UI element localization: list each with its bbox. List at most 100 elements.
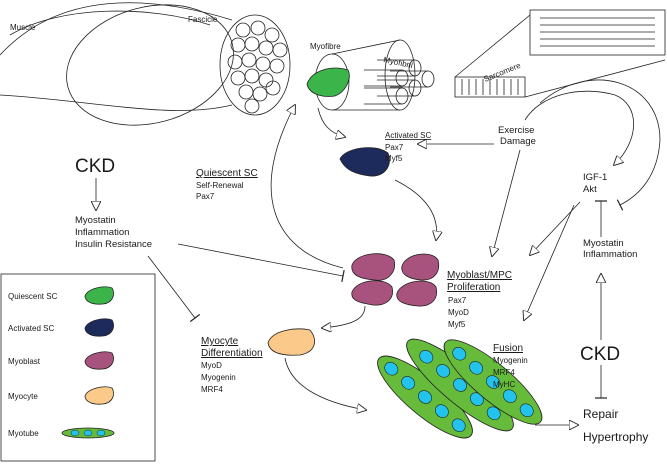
legend-item-myocyte: Myocyte bbox=[8, 392, 38, 401]
myotube-nucleus bbox=[486, 406, 501, 421]
fascicle-fibre-11 bbox=[230, 70, 246, 86]
differentiation-line-3: MRF4 bbox=[201, 385, 223, 394]
left-insulin-label: Insulin Resistance bbox=[75, 239, 152, 250]
fascicle-fibre-10 bbox=[269, 58, 285, 74]
myoblast-cell-4 bbox=[396, 280, 438, 307]
muscle-illustration bbox=[0, 2, 234, 126]
igf1-label: IGF-1 bbox=[583, 172, 607, 183]
myoblast-cell-1 bbox=[351, 253, 395, 281]
proliferation-title-2: Proliferation bbox=[447, 282, 500, 293]
myotube-nucleus bbox=[452, 346, 467, 361]
right-inflammation-label: Inflammation bbox=[583, 249, 637, 260]
myocyte-cell bbox=[267, 328, 315, 356]
right-ckd-title: CKD bbox=[580, 344, 620, 365]
fascicle-fibre-12 bbox=[244, 68, 260, 84]
myotube-nucleus bbox=[401, 376, 416, 390]
myotube-nucleus bbox=[419, 349, 434, 364]
myofibre-label: Myofibre bbox=[310, 42, 341, 51]
myotube-nucleus bbox=[434, 404, 449, 418]
myotube-nucleus bbox=[469, 361, 484, 375]
fascicle-fibre-0 bbox=[235, 22, 251, 38]
activated-title: Activated SC bbox=[385, 131, 431, 140]
myoblast-cell-3 bbox=[351, 280, 393, 306]
legend-quiescent-swatch bbox=[84, 286, 114, 305]
differentiation-title-2: Differentiation bbox=[201, 348, 263, 359]
fusion-line-3: MyHC bbox=[493, 380, 515, 389]
myotube-nucleus bbox=[436, 364, 451, 378]
fascicle-fibre-3 bbox=[230, 37, 246, 53]
myofibril-illustration bbox=[364, 59, 435, 105]
quiescent-line-2: Pax7 bbox=[196, 192, 215, 201]
left-myostatin-label: Myostatin bbox=[75, 215, 116, 226]
activated-sc-cell bbox=[339, 147, 390, 177]
myotube-3 bbox=[443, 339, 543, 425]
left-inflammation-label: Inflammation bbox=[75, 227, 129, 238]
myofibre-satellite-cell bbox=[306, 67, 350, 97]
myofibril-0 bbox=[395, 69, 409, 87]
differentiation-line-2: Myogenin bbox=[201, 373, 236, 382]
fascicle-illustration bbox=[219, 14, 291, 116]
fusion-title: Fusion bbox=[493, 343, 523, 354]
fascicle-fibre-6 bbox=[272, 42, 288, 58]
legend-myocyte-swatch bbox=[84, 386, 114, 405]
myofibril-2 bbox=[408, 79, 422, 97]
myofibre-illustration bbox=[306, 39, 416, 111]
damage-label: Damage bbox=[500, 136, 536, 147]
myotube-nucleus bbox=[519, 403, 534, 418]
legend-item-myotube: Myotube bbox=[8, 429, 39, 438]
myoblast-cell-2 bbox=[401, 253, 440, 281]
legend: Quiescent SC Activated SC Myoblast Myocy… bbox=[0, 273, 156, 462]
myotube-nucleus bbox=[418, 390, 432, 404]
muscle-label: Muscle bbox=[10, 23, 36, 32]
myotube-nucleus bbox=[502, 389, 517, 403]
quiescent-title: Quiescent SC bbox=[196, 168, 258, 179]
fascicle-fibre-15 bbox=[252, 86, 268, 102]
quiescent-line-1: Self-Renewal bbox=[196, 181, 244, 190]
activated-line-1: Pax7 bbox=[385, 143, 404, 152]
fascicle-fibre-16 bbox=[265, 80, 281, 96]
legend-item-quiescent: Quiescent SC bbox=[8, 292, 58, 301]
fascicle-fibre-5 bbox=[258, 40, 274, 56]
differentiation-line-1: MyoD bbox=[201, 361, 222, 370]
myotube-nucleus bbox=[384, 361, 399, 376]
myotube-1 bbox=[377, 355, 473, 439]
legend-activated-swatch bbox=[84, 318, 114, 337]
legend-myotube-nucleus-1 bbox=[70, 429, 80, 437]
myofibril-4 bbox=[421, 70, 435, 88]
fascicle-fibre-17 bbox=[244, 98, 260, 114]
activated-line-2: Myf5 bbox=[385, 154, 403, 163]
myofibril-label: Myofibril bbox=[383, 55, 414, 70]
myoblast-cluster bbox=[351, 253, 440, 307]
proliferation-title-1: Myoblast/MPC bbox=[447, 270, 512, 281]
fascicle-fibre-14 bbox=[238, 84, 254, 100]
akt-label: Akt bbox=[583, 184, 597, 195]
differentiation-title-1: Myocyte bbox=[201, 336, 239, 347]
fusion-line-1: Myogenin bbox=[493, 356, 528, 365]
left-ckd-title: CKD bbox=[75, 156, 115, 177]
proliferation-line-3: Myf5 bbox=[448, 320, 466, 329]
hypertrophy-label: Hypertrophy bbox=[583, 430, 648, 444]
myotube-nucleus bbox=[486, 375, 500, 389]
fascicle-fibre-8 bbox=[241, 52, 257, 68]
fascicle-fibre-7 bbox=[227, 54, 243, 70]
proliferation-line-2: MyoD bbox=[448, 308, 469, 317]
myotube-nucleus bbox=[451, 418, 466, 433]
fascicle-label: Fascicle bbox=[188, 15, 218, 24]
repair-label: Repair bbox=[583, 407, 618, 421]
fascicle-fibre-13 bbox=[258, 72, 274, 88]
sarcomere-illustration bbox=[454, 9, 666, 98]
myotube-group bbox=[377, 338, 543, 439]
legend-item-myoblast: Myoblast bbox=[8, 357, 41, 366]
fascicle-fibre-4 bbox=[244, 36, 260, 52]
myofibril-1 bbox=[408, 59, 422, 77]
proliferation-line-1: Pax7 bbox=[448, 296, 467, 305]
legend-myoblast-swatch bbox=[84, 351, 114, 370]
fascicle-fibre-2 bbox=[264, 27, 280, 43]
right-myostatin-label: Myostatin bbox=[583, 238, 624, 249]
fusion-line-2: MRF4 bbox=[493, 368, 515, 377]
myotube-nucleus bbox=[453, 378, 467, 392]
fascicle-fibre-9 bbox=[255, 56, 271, 72]
sarcomere-label: Sarcomere bbox=[482, 61, 522, 84]
legend-item-activated: Activated SC bbox=[8, 324, 54, 333]
